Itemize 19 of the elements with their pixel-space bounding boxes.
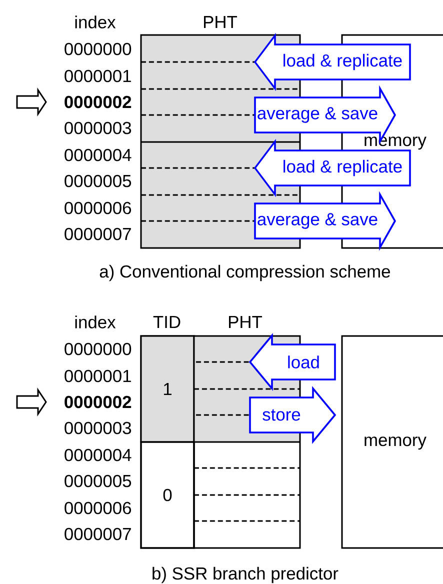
edge-label: store <box>262 409 300 421</box>
index-value: 0000002 <box>64 396 132 408</box>
block-arrow <box>249 386 336 444</box>
caption: a) Conventional compression scheme <box>100 264 390 282</box>
memory-box: memory <box>341 335 443 549</box>
table-cell: 0 <box>140 441 195 549</box>
node-label: PHT <box>204 16 238 28</box>
block-arrow <box>254 191 396 251</box>
node-label: PHT <box>229 316 262 328</box>
index-value: 0000004 <box>64 448 132 462</box>
block-arrow <box>254 85 396 145</box>
table-cell: 1 <box>140 335 195 443</box>
block-arrow <box>254 138 411 198</box>
caption: b) SSR branch predictor <box>152 566 338 584</box>
index-value: 0000003 <box>64 422 132 434</box>
node-label: TID <box>153 316 180 328</box>
block-arrow <box>248 333 336 391</box>
block-arrow <box>254 32 411 92</box>
edge-label: load <box>288 356 319 368</box>
